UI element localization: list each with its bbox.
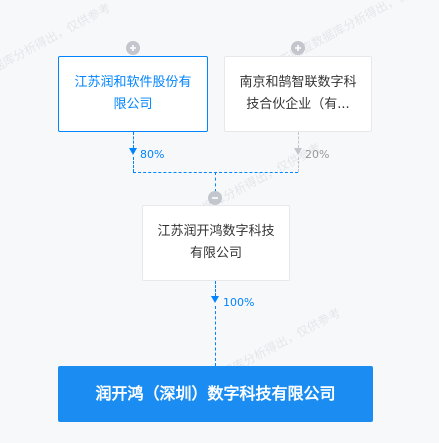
shareholder-name: 江苏润和软件股份有限公司 xyxy=(74,75,192,112)
intermediate-name: 江苏润开鸿数字科技有限公司 xyxy=(157,224,275,261)
collapse-minus-icon[interactable] xyxy=(208,191,222,205)
connector-line xyxy=(215,306,216,366)
target-company-name: 润开鸿（深圳）数字科技有限公司 xyxy=(95,384,336,403)
share-percent-2: 20% xyxy=(305,148,330,161)
share-percent-3: 100% xyxy=(223,296,255,309)
arrow-down-icon xyxy=(129,148,137,155)
connector-line xyxy=(298,157,299,172)
share-percent-1: 80% xyxy=(140,148,165,161)
shareholder-node-1[interactable]: 江苏润和软件股份有限公司 xyxy=(58,56,208,132)
arrow-down-icon xyxy=(211,296,219,303)
target-company-node[interactable]: 润开鸿（深圳）数字科技有限公司 xyxy=(58,366,373,422)
connector-line xyxy=(215,281,216,296)
connector-line xyxy=(215,172,216,192)
connector-line xyxy=(298,132,299,148)
shareholder-name: 南京和鹄智联数字科技合伙企业（有... xyxy=(239,75,357,112)
arrow-down-icon xyxy=(294,148,302,155)
connector-line xyxy=(133,132,134,148)
expand-plus-icon[interactable] xyxy=(126,41,140,55)
shareholder-node-2[interactable]: 南京和鹄智联数字科技合伙企业（有... xyxy=(224,56,372,132)
expand-plus-icon[interactable] xyxy=(291,41,305,55)
intermediate-node[interactable]: 江苏润开鸿数字科技有限公司 xyxy=(142,205,290,281)
connector-line xyxy=(133,157,134,172)
